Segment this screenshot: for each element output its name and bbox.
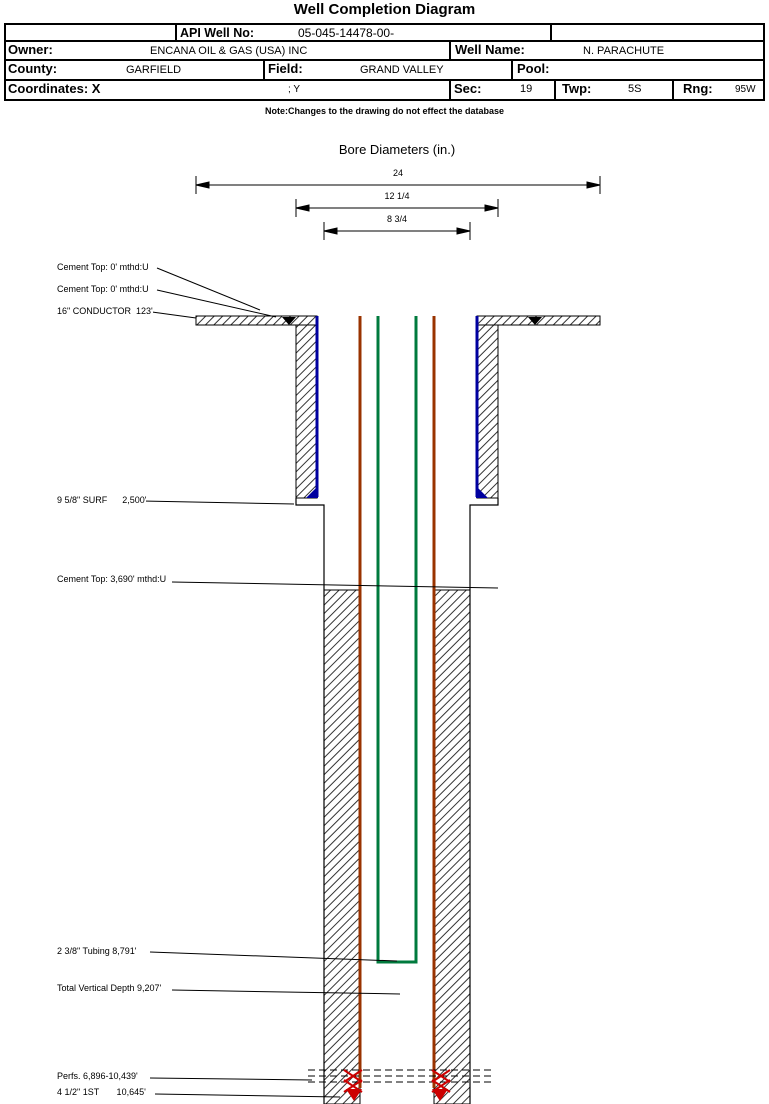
label-production-casing: 4 1/2" 1ST 10,645' bbox=[57, 1087, 146, 1097]
table-grid-line bbox=[175, 25, 177, 40]
table-grid-line bbox=[672, 79, 674, 99]
county-label: County: bbox=[8, 61, 58, 76]
coordinates-label: Coordinates: X bbox=[8, 81, 101, 96]
coordinates-y-label: ; Y bbox=[288, 84, 301, 95]
sec-label: Sec: bbox=[454, 81, 482, 96]
arrowhead-icon bbox=[195, 181, 210, 189]
arrowhead-icon bbox=[586, 181, 601, 189]
table-grid-line bbox=[449, 40, 451, 59]
table-grid-line bbox=[6, 40, 763, 42]
table-grid-line bbox=[6, 59, 763, 61]
label-tubing: 2 3/8" Tubing 8,791' bbox=[57, 946, 137, 956]
dim-label-24: 24 bbox=[378, 168, 418, 178]
table-grid-line bbox=[263, 59, 265, 79]
label-perforations: Perfs. 6,896-10,439' bbox=[57, 1071, 138, 1081]
label-cement-top-conductor: Cement Top: 0' mthd:U bbox=[57, 262, 149, 272]
owner-value: ENCANA OIL & GAS (USA) INC bbox=[150, 45, 308, 57]
twp-value: 5S bbox=[628, 83, 642, 95]
field-label: Field: bbox=[268, 61, 303, 76]
well-name-value: N. PARACHUTE bbox=[583, 45, 665, 57]
well-info-table: API Well No: 05-045-14478-00- Owner: ENC… bbox=[4, 23, 765, 101]
table-grid-line bbox=[449, 79, 451, 99]
surface-cement-right bbox=[476, 324, 499, 499]
county-value: GARFIELD bbox=[126, 64, 182, 76]
surface-casing-9-5-8 bbox=[315, 316, 479, 497]
pool-label: Pool: bbox=[517, 61, 550, 76]
bore-dimension-lines bbox=[195, 176, 601, 240]
arrowhead-icon bbox=[323, 227, 338, 235]
table-grid-line bbox=[6, 79, 763, 81]
arrowhead-icon bbox=[295, 204, 310, 212]
owner-label: Owner: bbox=[8, 42, 53, 57]
api-well-no-value: 05-045-14478-00- bbox=[298, 26, 395, 40]
api-well-no-label: API Well No: bbox=[180, 26, 255, 40]
surface-casing-shoe-icons bbox=[306, 486, 488, 498]
database-note: Note:Changes to the drawing do not effec… bbox=[264, 106, 505, 116]
arrowhead-icon bbox=[484, 204, 499, 212]
leader-lines bbox=[141, 267, 499, 1098]
arrowhead-icon bbox=[456, 227, 471, 235]
dim-label-8-3-4: 8 3/4 bbox=[372, 214, 422, 224]
label-conductor-casing: 16" CONDUCTOR 123' bbox=[57, 306, 153, 316]
twp-label: Twp: bbox=[562, 81, 592, 96]
sec-value: 19 bbox=[520, 83, 533, 95]
table-grid-line bbox=[511, 59, 513, 79]
table-grid-line bbox=[550, 25, 552, 40]
production-cement-left bbox=[323, 589, 361, 1104]
table-grid-line bbox=[554, 79, 556, 99]
well-name-label: Well Name: bbox=[455, 42, 525, 57]
production-cement-right bbox=[433, 589, 471, 1104]
tubing-2-3-8 bbox=[376, 316, 418, 964]
rng-value: 95W bbox=[735, 84, 756, 95]
borehole-outline bbox=[295, 498, 499, 1104]
conductor-shoe-marks bbox=[282, 317, 542, 325]
surface-cement-left bbox=[295, 324, 318, 499]
page-title: Well Completion Diagram bbox=[293, 1, 476, 18]
cement-hatched-regions bbox=[195, 315, 601, 1104]
label-surface-casing: 9 5/8" SURF 2,500' bbox=[57, 495, 147, 505]
label-cement-top-surface: Cement Top: 0' mthd:U bbox=[57, 284, 149, 294]
perf-dashed-lines bbox=[308, 1069, 492, 1083]
production-casing-shoe-icons bbox=[346, 1089, 448, 1101]
field-value: GRAND VALLEY bbox=[360, 64, 444, 76]
dim-label-12-1-4: 12 1/4 bbox=[367, 191, 427, 201]
rng-label: Rng: bbox=[683, 81, 713, 96]
conductor-cement-left bbox=[195, 315, 318, 326]
perforation-zone bbox=[308, 1069, 492, 1101]
production-casing-4-1-2 bbox=[358, 316, 436, 1088]
label-total-vertical-depth: Total Vertical Depth 9,207' bbox=[57, 983, 162, 993]
label-cement-top-production: Cement Top: 3,690' mthd:U bbox=[57, 574, 167, 584]
bore-diameters-title: Bore Diameters (in.) bbox=[338, 142, 456, 157]
